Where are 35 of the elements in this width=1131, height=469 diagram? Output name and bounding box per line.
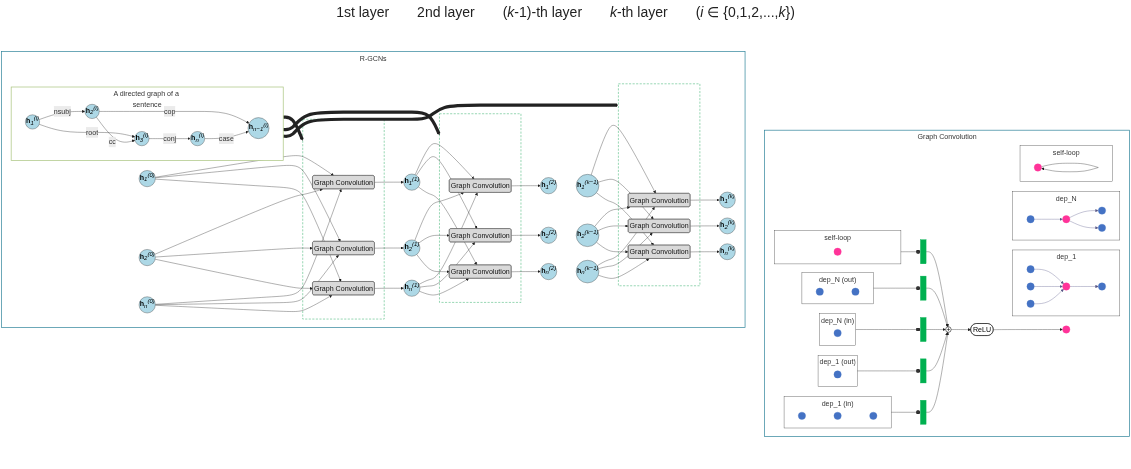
node-bar (920, 239, 927, 264)
layer-label: 1st layer (336, 4, 390, 20)
node-circle (833, 247, 842, 256)
node-circle (1026, 265, 1035, 274)
node-circle (1062, 325, 1071, 334)
node-circle (833, 329, 842, 337)
cluster (439, 113, 522, 303)
node-bar (920, 358, 927, 384)
node-circle (869, 412, 878, 420)
node-circle (833, 370, 842, 379)
layer-label: 2nd layer (417, 4, 475, 20)
node-bar (920, 317, 927, 342)
node-circle (1098, 282, 1106, 291)
node-bar (920, 275, 927, 301)
layer-label: k-th layer (610, 4, 668, 20)
layer-label: (k-1)-th layer (502, 4, 583, 20)
node-circle (1098, 224, 1106, 232)
node-circle (1026, 282, 1035, 291)
arrow (283, 103, 619, 138)
node-circle (1034, 163, 1042, 172)
node-circle (851, 287, 860, 296)
node-circle (1026, 215, 1035, 224)
node-circle (1062, 282, 1071, 291)
arrow (283, 115, 304, 141)
node-circle (833, 412, 842, 420)
node-circle (1098, 206, 1106, 215)
node-circle (1062, 215, 1071, 224)
node-circle (1026, 299, 1035, 308)
node-circle (798, 412, 806, 420)
arrow (283, 110, 441, 136)
node-bar (920, 400, 927, 425)
cluster (618, 83, 701, 287)
cluster (302, 119, 385, 320)
index-set-label: (i ∈ {0,1,2,...,k}) (695, 4, 795, 20)
node-circle (815, 287, 824, 296)
